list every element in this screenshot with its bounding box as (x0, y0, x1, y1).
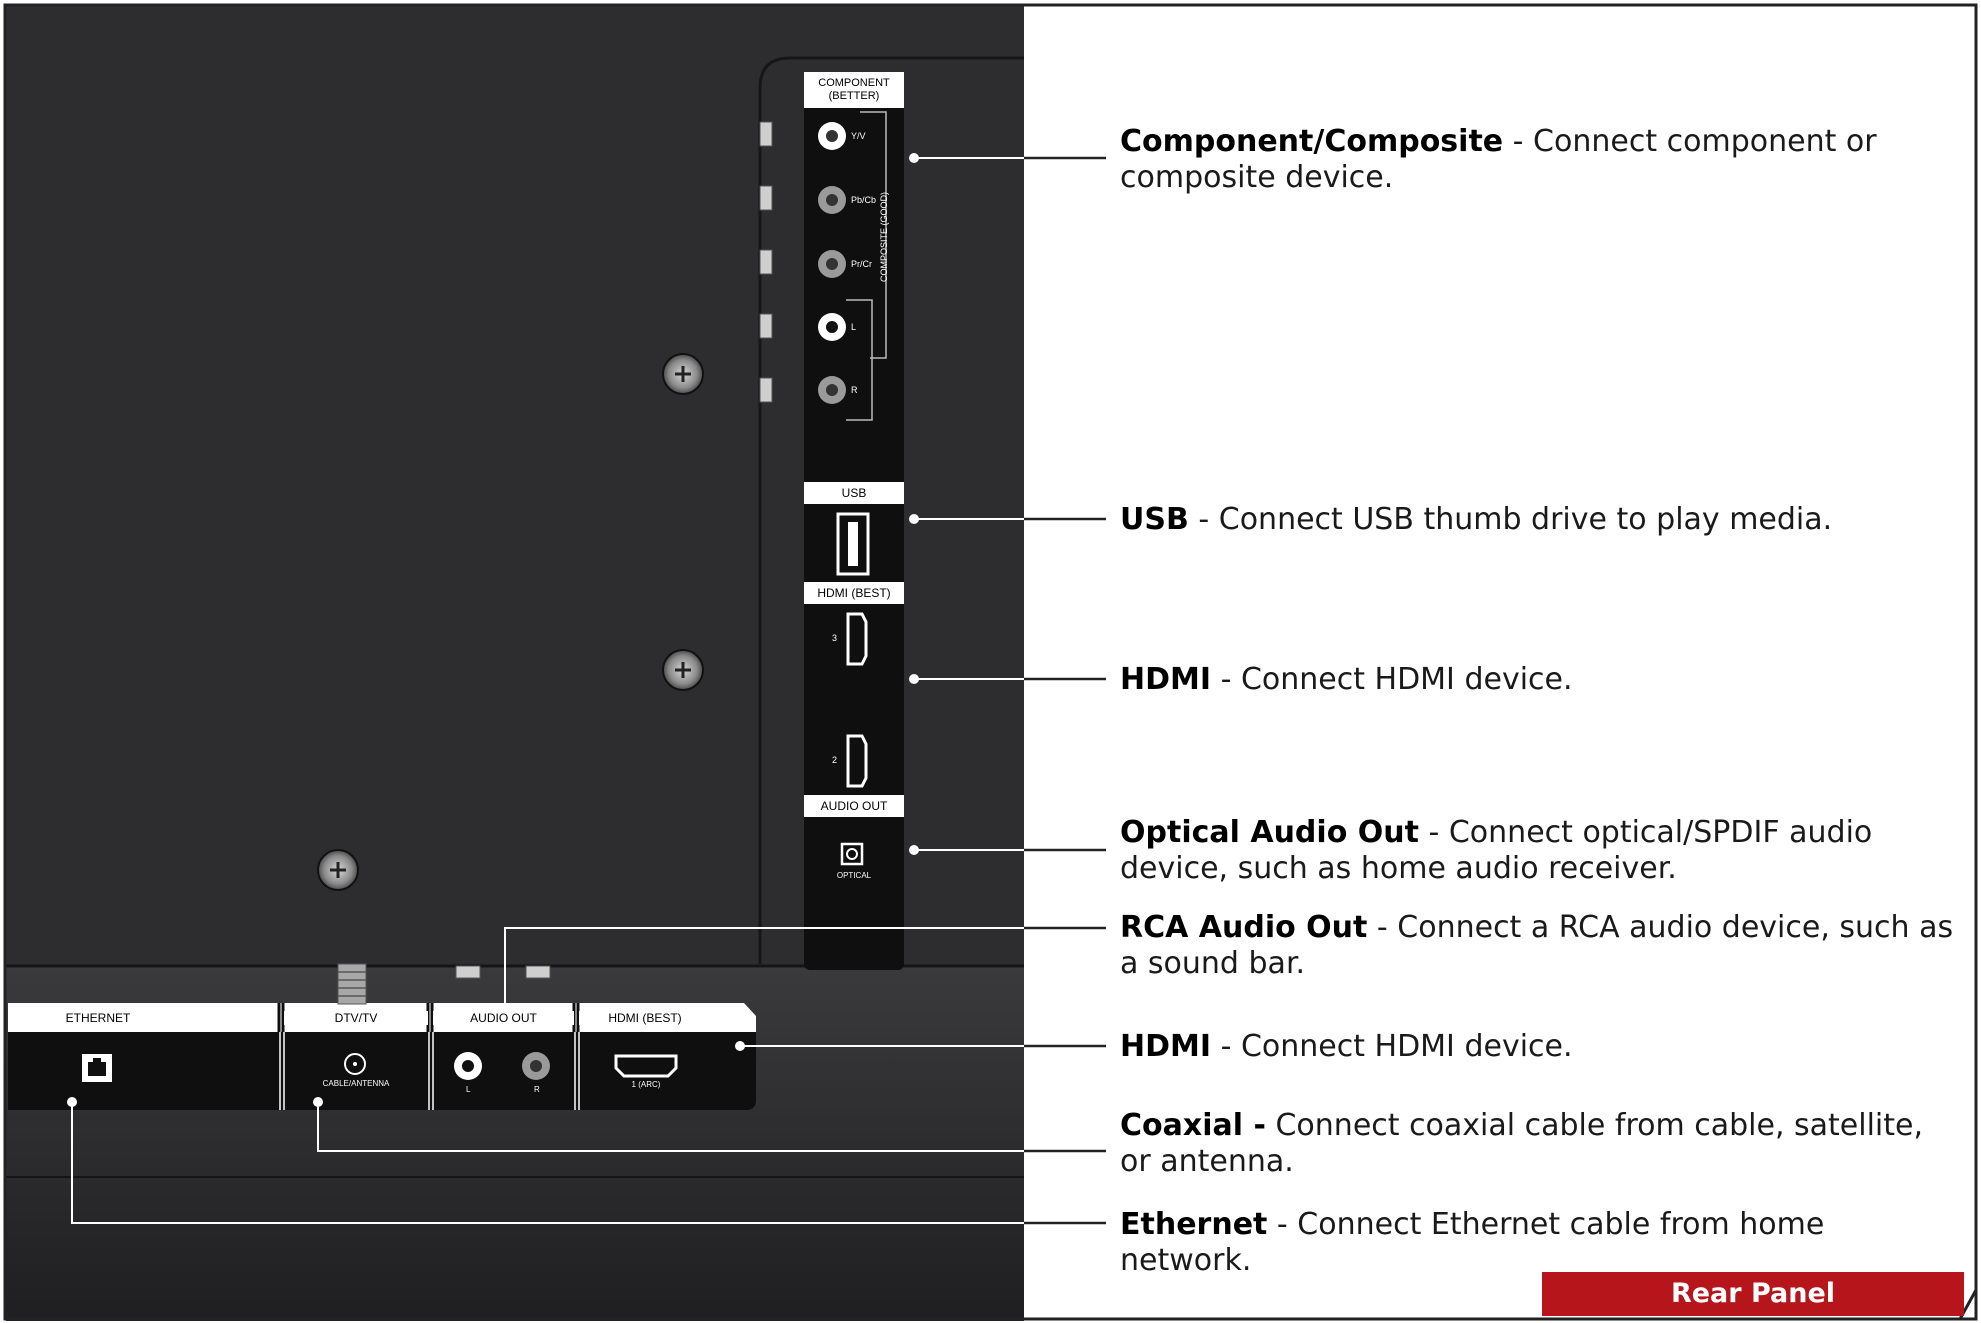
callout-rca: RCA Audio Out - Connect a RCA audio devi… (1120, 910, 1954, 981)
callout-coaxial: Coaxial - Connect coaxial cable from cab… (1120, 1108, 1924, 1179)
audio-out-label: AUDIO OUT (433, 1011, 574, 1025)
usb-label: USB (804, 486, 904, 500)
hdmi-side-label: HDMI (BEST) (804, 586, 904, 600)
callout-hdmi-bottom: HDMI - Connect HDMI device. (1120, 1029, 1573, 1064)
composite-label: COMPOSITE (GOOD) (879, 192, 889, 282)
optical-label: OPTICAL (836, 871, 872, 880)
ethernet-port-icon (82, 1054, 112, 1082)
jack-pr-icon (818, 250, 846, 278)
jack-yv-label: Y/V (851, 131, 866, 141)
rear-panel-badge: Rear Panel (1542, 1272, 1964, 1316)
hdmi-2-label: 2 (832, 755, 838, 765)
dtv-label: DTV/TV (284, 1011, 428, 1025)
hdmi-3-label: 3 (832, 633, 838, 643)
screw-icon (662, 353, 704, 395)
ethernet-label: ETHERNET (8, 1011, 188, 1025)
component-label: COMPONENT (BETTER) (804, 77, 904, 103)
callout-ethernet: Ethernet - Connect Ethernet cable from h… (1120, 1207, 1825, 1278)
jack-pb-icon (818, 186, 846, 214)
screw-icon (317, 849, 359, 891)
rca-r-label: R (534, 1085, 540, 1094)
coax-port-icon (344, 1053, 366, 1075)
jack-y-icon (818, 122, 846, 150)
usb-port-icon (836, 512, 870, 576)
screw-icon (662, 649, 704, 691)
rca-l-label: L (466, 1085, 471, 1094)
rca-left-icon (454, 1052, 482, 1080)
hdmi-port-icon (846, 734, 868, 788)
callout-hdmi-side: HDMI - Connect HDMI device. (1120, 662, 1573, 697)
hdmi-port-icon (846, 612, 868, 666)
cable-antenna-label: CABLE/ANTENNA (322, 1079, 390, 1088)
callout-optical: Optical Audio Out - Connect optical/SPDI… (1120, 815, 1873, 886)
audio-out-side-label: AUDIO OUT (804, 799, 904, 813)
rca-right-icon (522, 1052, 550, 1080)
jack-pb-label: Pb/Cb (851, 195, 877, 205)
hdmi-1-label: 1 (ARC) (631, 1080, 661, 1089)
jack-r-label: R (851, 385, 858, 395)
hdmi-bottom-label: HDMI (BEST) (579, 1011, 711, 1025)
hdmi-port-icon (614, 1054, 678, 1078)
side-port-panel (804, 72, 904, 970)
jack-l-label: L (851, 322, 857, 332)
jack-pr-label: Pr/Cr (851, 259, 872, 269)
callout-usb: USB - Connect USB thumb drive to play me… (1120, 502, 1833, 537)
jack-r-icon (818, 376, 846, 404)
optical-port-icon (840, 842, 864, 866)
jack-l-icon (818, 313, 846, 341)
callout-component: Component/Composite - Connect component … (1120, 124, 1877, 195)
